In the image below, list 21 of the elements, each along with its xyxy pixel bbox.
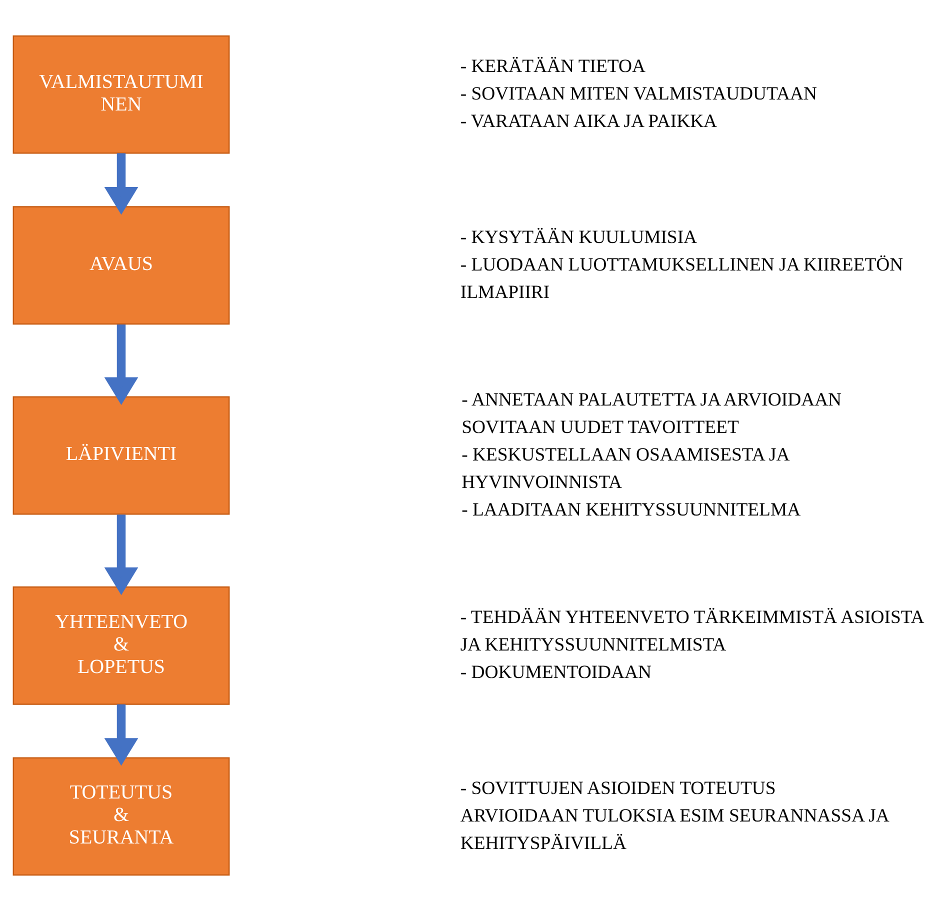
node-box: TOTEUTUS & SEURANTA [12, 756, 230, 876]
arrow [104, 152, 138, 214]
arrow [104, 324, 138, 404]
node-label: ARVIOIDAAN TULOKSIA ESIM SEURANNASSA JA KEHITYSPÄIVILLÄ [460, 804, 890, 854]
node-box: AVAUS [12, 206, 230, 324]
node-label: - LUODAAN LUOTTAMUKSELLINEN JA KIIREETÖN ILMAPIIRI [460, 254, 904, 302]
node-label: - DOKUMENTOIDAAN [460, 662, 652, 683]
node-label: - KERÄTÄÄN TIETOA [460, 56, 646, 77]
node-label: - SOVITTUJEN ASIOIDEN TOTEUTUS [460, 777, 776, 798]
node-label: - KYSYTÄÄN KUULUMISIA [460, 226, 698, 248]
node-label: - KESKUSTELLAAN OSAAMISESTA JA HYVINVOINNISTA [462, 444, 790, 492]
node-label: - LAADITAAN KEHITYSSUUNNITELMA [462, 498, 801, 520]
node-box: VALMISTAUTUMI NEN [12, 34, 230, 154]
node-label: - TEHDÄÄN YHTEENVETO TÄRKEIMMISTÄ ASIOISTA JA KEHITYSSUUNNITELMISTA [460, 606, 924, 656]
node-label: - VARATAAN AIKA JA PAIKKA [460, 110, 718, 132]
arrow [104, 704, 138, 766]
node-label: - ANNETAAN PALAUTETTA JA ARVIOIDAAN SOVITAAN UUDET TAVOITTEET [462, 389, 842, 438]
node-label: - SOVITAAN MITEN VALMISTAUDUTAAN [460, 83, 817, 104]
arrow [104, 514, 138, 595]
node-box: YHTEENVETO & LOPETUS [12, 586, 230, 704]
node-box: LÄPIVIENTI [12, 396, 230, 514]
